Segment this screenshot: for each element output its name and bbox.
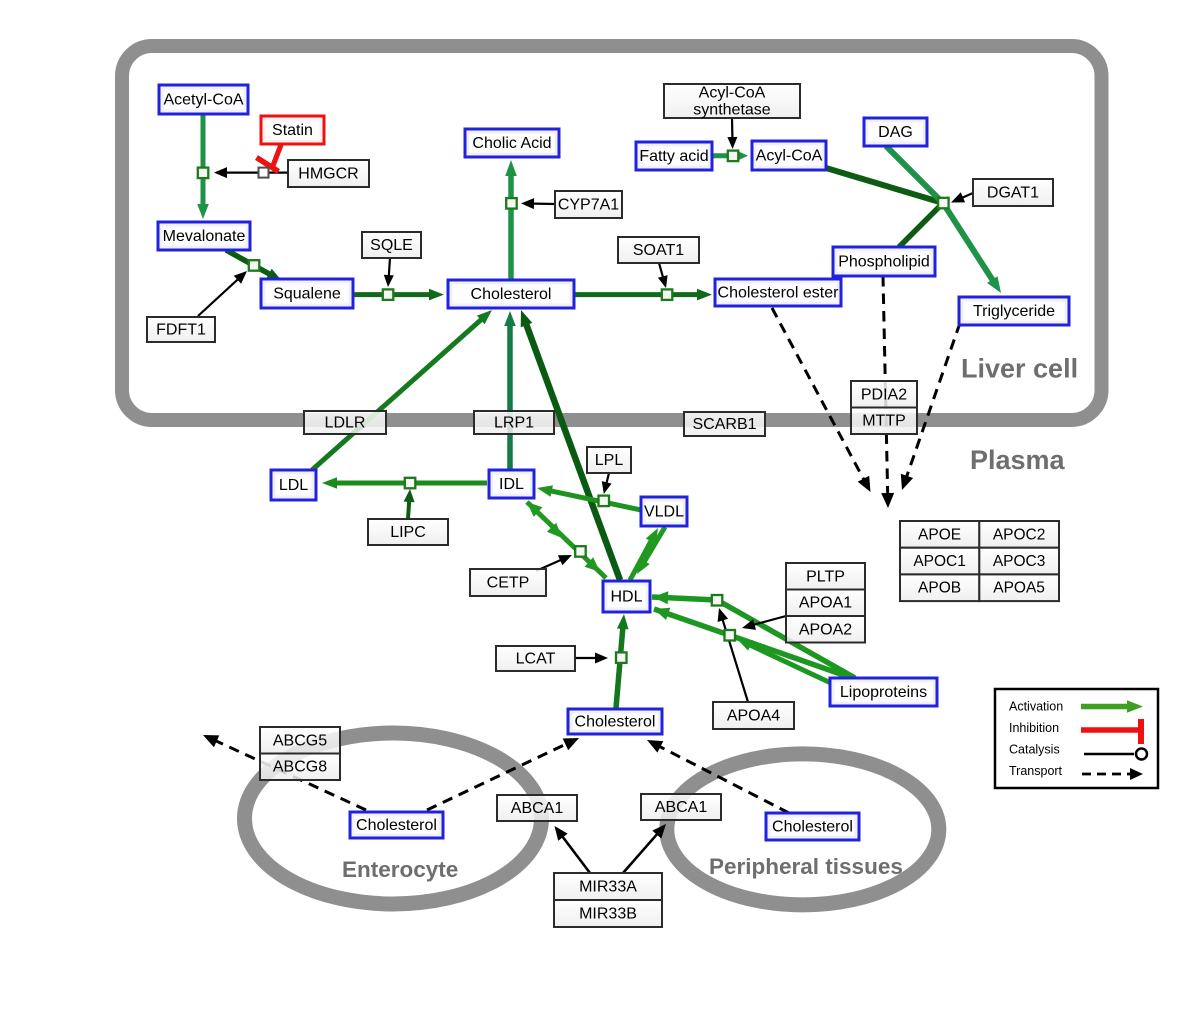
svg-text:DAG: DAG: [878, 124, 913, 141]
svg-text:APOC2: APOC2: [993, 526, 1046, 543]
svg-text:Cholesterol ester: Cholesterol ester: [718, 285, 840, 302]
svg-text:Squalene: Squalene: [273, 286, 341, 303]
svg-text:Liver cell: Liver cell: [961, 354, 1078, 384]
svg-text:Cholesterol: Cholesterol: [471, 286, 552, 303]
svg-text:LRP1: LRP1: [494, 415, 534, 432]
svg-text:MTTP: MTTP: [862, 413, 906, 430]
svg-text:VLDL: VLDL: [644, 504, 684, 521]
svg-text:SQLE: SQLE: [370, 237, 413, 254]
svg-text:APOC3: APOC3: [993, 553, 1046, 570]
svg-text:HMGCR: HMGCR: [298, 166, 358, 183]
svg-text:Cholesterol: Cholesterol: [575, 714, 656, 731]
svg-text:Fatty acid: Fatty acid: [639, 148, 708, 165]
svg-text:APOE: APOE: [918, 526, 961, 543]
svg-text:Cholic Acid: Cholic Acid: [472, 135, 551, 152]
svg-text:APOA5: APOA5: [993, 580, 1045, 597]
svg-text:Mevalonate: Mevalonate: [163, 228, 246, 245]
svg-text:SOAT1: SOAT1: [633, 242, 684, 259]
svg-text:Phospholipid: Phospholipid: [838, 254, 930, 271]
svg-text:PDIA2: PDIA2: [861, 386, 907, 403]
svg-text:APOB: APOB: [918, 580, 961, 597]
svg-text:SCARB1: SCARB1: [692, 416, 756, 433]
svg-text:Inhibition: Inhibition: [1009, 721, 1059, 735]
svg-text:LDLR: LDLR: [325, 415, 366, 432]
svg-text:Acetyl-CoA: Acetyl-CoA: [163, 92, 243, 109]
svg-text:CYP7A1: CYP7A1: [558, 197, 619, 214]
svg-text:Transport: Transport: [1009, 764, 1063, 778]
svg-text:Acyl-CoA: Acyl-CoA: [699, 85, 766, 102]
svg-text:Catalysis: Catalysis: [1009, 743, 1060, 757]
svg-text:APOC1: APOC1: [913, 553, 966, 570]
svg-text:Triglyceride: Triglyceride: [973, 303, 1055, 320]
svg-text:LIPC: LIPC: [390, 524, 426, 541]
svg-text:ABCG5: ABCG5: [273, 732, 327, 749]
svg-text:Cholesterol: Cholesterol: [356, 817, 437, 834]
svg-text:MIR33B: MIR33B: [579, 906, 637, 923]
svg-text:APOA2: APOA2: [799, 621, 852, 638]
svg-text:Enterocyte: Enterocyte: [342, 857, 458, 882]
svg-text:LDL: LDL: [279, 477, 308, 494]
svg-text:Peripheral tissues: Peripheral tissues: [709, 854, 903, 879]
svg-text:ABCG8: ABCG8: [273, 759, 327, 776]
svg-text:APOA4: APOA4: [727, 708, 780, 725]
svg-text:CETP: CETP: [487, 575, 530, 592]
svg-text:FDFT1: FDFT1: [156, 322, 206, 339]
svg-text:MIR33A: MIR33A: [579, 879, 637, 896]
svg-text:Acyl-CoA: Acyl-CoA: [756, 148, 823, 165]
svg-text:Lipoproteins: Lipoproteins: [840, 684, 927, 701]
svg-text:DGAT1: DGAT1: [987, 185, 1039, 202]
svg-text:LCAT: LCAT: [516, 651, 556, 668]
svg-text:Activation: Activation: [1009, 700, 1063, 714]
svg-text:PLTP: PLTP: [806, 568, 845, 585]
svg-text:IDL: IDL: [499, 476, 524, 493]
svg-text:APOA1: APOA1: [799, 595, 852, 612]
svg-text:Statin: Statin: [272, 122, 313, 139]
svg-text:ABCA1: ABCA1: [655, 799, 708, 816]
svg-text:HDL: HDL: [610, 589, 642, 606]
svg-text:Cholesterol: Cholesterol: [772, 819, 853, 836]
svg-text:ABCA1: ABCA1: [511, 800, 564, 817]
svg-text:Plasma: Plasma: [970, 445, 1066, 475]
svg-text:LPL: LPL: [595, 452, 624, 469]
svg-text:synthetase: synthetase: [693, 102, 770, 119]
